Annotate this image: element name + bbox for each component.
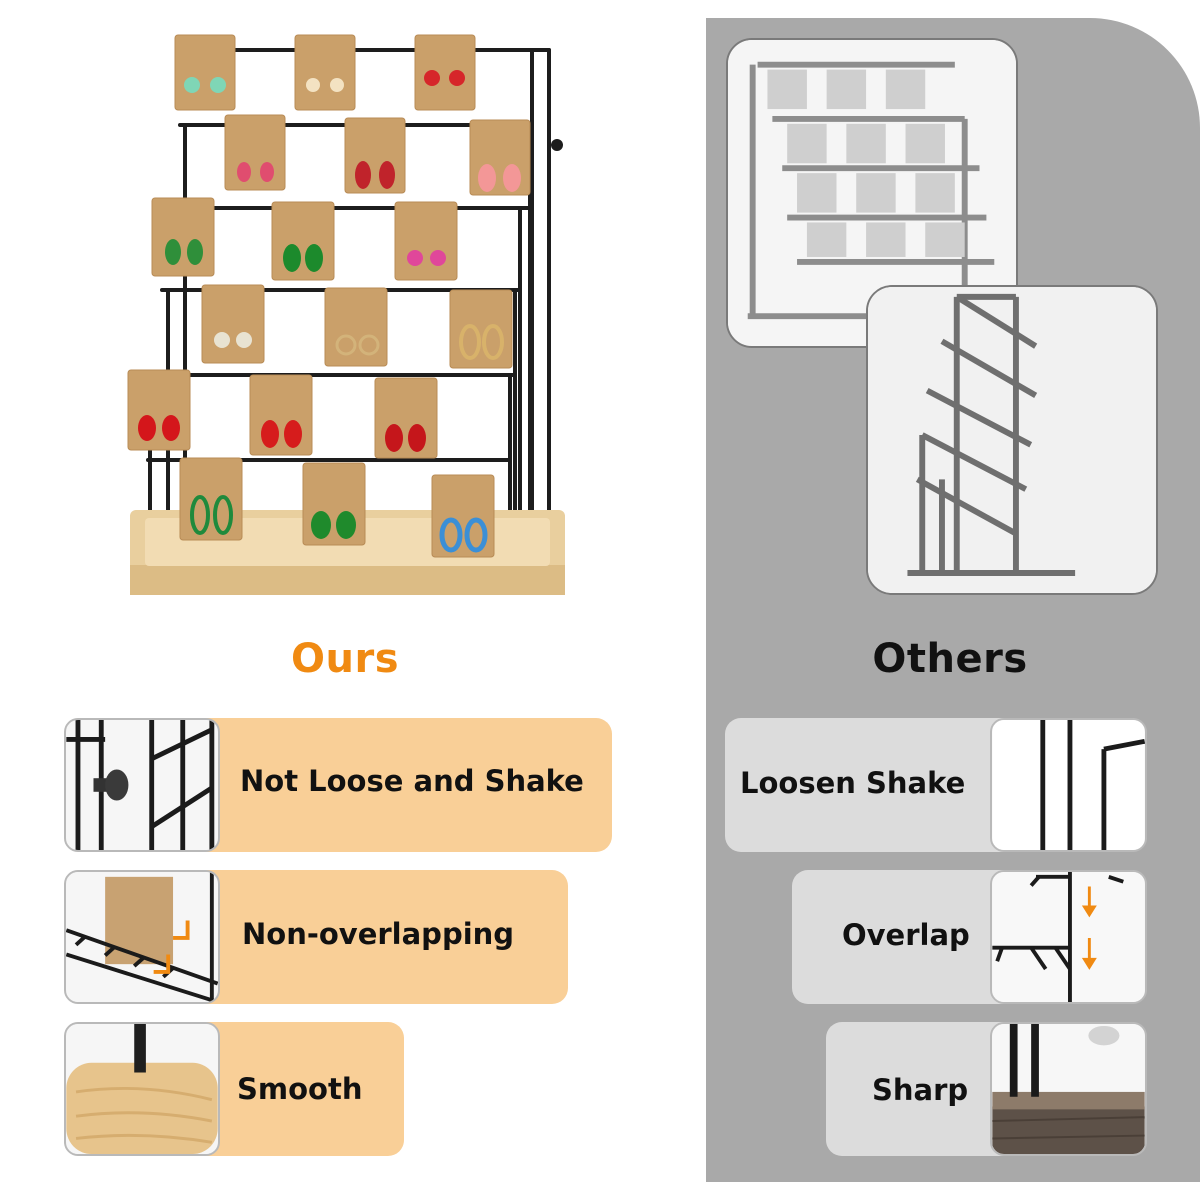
earring-stand-illustration xyxy=(127,34,565,595)
ours-feature-label-not-loose: Not Loose and Shake xyxy=(240,764,584,798)
others-title: Others xyxy=(872,636,1028,682)
rounded-wood-base-icon xyxy=(64,1022,220,1156)
others-feature-label-overlap: Overlap xyxy=(842,918,970,952)
overlapping-hooks-icon xyxy=(990,870,1147,1004)
staggered-hooks-icon xyxy=(64,870,220,1004)
others-feature-label-sharp: Sharp xyxy=(872,1073,969,1107)
ours-title: Ours xyxy=(290,636,399,682)
earring-display-stand-photo xyxy=(120,30,590,605)
others-stand-illustration-side xyxy=(868,287,1156,593)
others-feature-label-loosen: Loosen Shake xyxy=(740,766,966,800)
knob-screw-icon xyxy=(64,718,220,852)
ours-feature-label-non-overlapping: Non-overlapping xyxy=(242,917,515,951)
ours-feature-label-smooth: Smooth xyxy=(237,1072,363,1106)
loose-rod-icon xyxy=(990,718,1147,852)
others-stand-photo-side xyxy=(866,285,1158,595)
sharp-wood-base-icon xyxy=(990,1022,1147,1156)
